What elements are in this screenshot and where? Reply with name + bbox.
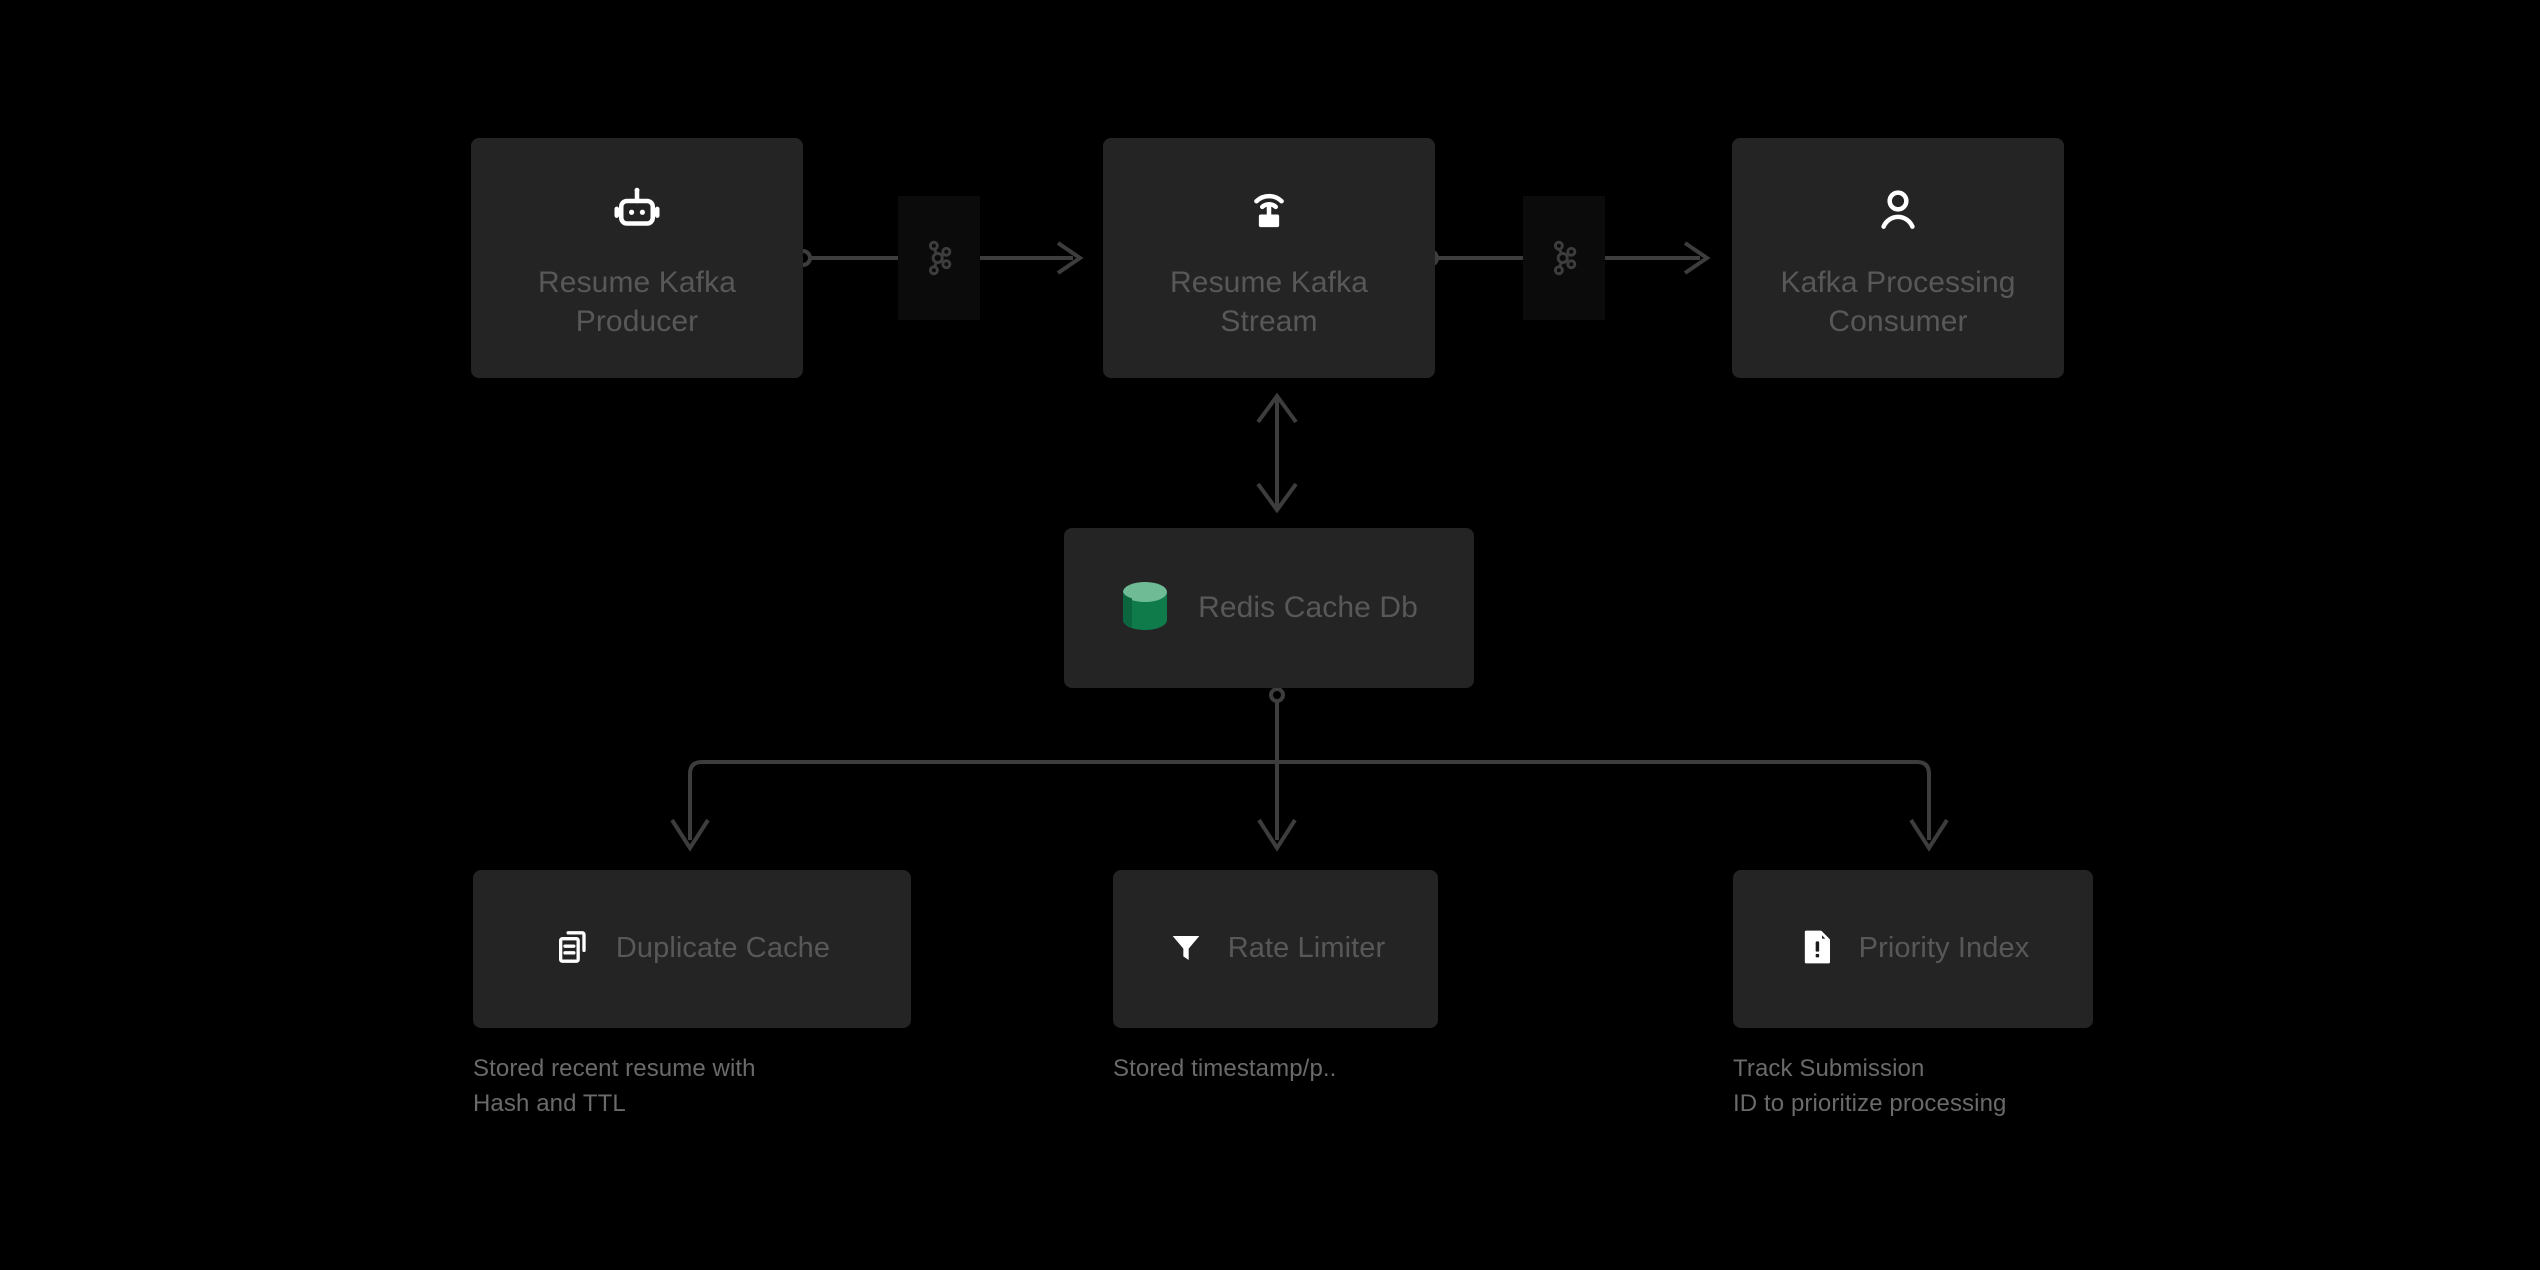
caption-duplicate-cache: Stored recent resume with Hash and TTL [473,1055,756,1117]
document-alert-icon [1797,927,1837,972]
node-label: Duplicate Cache [615,932,831,965]
kafka-icon [928,240,952,276]
arrowhead-duplicate-cache [670,818,710,852]
node-label: Resume Kafka Producer [538,266,736,338]
node-label: Priority Index [1858,932,2030,965]
arrowhead-to-stream [1056,241,1084,275]
arrowhead-to-consumer [1683,241,1711,275]
edge-branch-right [1277,760,1931,840]
node-rate-limiter[interactable]: Rate Limiter [1113,870,1438,1028]
arrowhead-rate-limiter [1257,818,1297,852]
edge-port-redis [1269,687,1285,703]
node-label: Rate Limiter [1227,932,1386,965]
caption-rate-limiter: Stored timestamp/p.. [1113,1055,1337,1082]
caption-priority-index: Track Submission ID to prioritize proces… [1733,1055,2007,1117]
node-duplicate-cache[interactable]: Duplicate Cache [473,870,911,1028]
arrowhead-priority-index [1909,818,1949,852]
kafka-icon [1553,240,1577,276]
node-redis-cache-db[interactable]: Redis Cache Db [1064,528,1474,688]
node-label: Resume Kafka Stream [1170,266,1368,338]
user-icon [1871,183,1925,242]
node-priority-index[interactable]: Priority Index [1733,870,2093,1028]
node-label: Redis Cache Db [1198,590,1418,624]
broadcast-router-icon [1242,183,1296,242]
robot-icon [610,183,664,242]
connector-kafka-stream-consumer[interactable] [1523,196,1605,320]
connector-kafka-producer-stream[interactable] [898,196,980,320]
node-kafka-processing-consumer[interactable]: Kafka Processing Consumer [1732,138,2064,378]
funnel-filter-icon [1166,927,1206,972]
node-label: Kafka Processing Consumer [1780,266,2016,338]
arrowhead-up-stream [1256,392,1298,424]
node-resume-kafka-producer[interactable]: Resume Kafka Producer [471,138,803,378]
node-resume-kafka-stream[interactable]: Resume Kafka Stream [1103,138,1435,378]
edge-branch-left [688,760,1277,840]
database-cylinder-icon [1120,580,1170,637]
copy-documents-icon [554,927,594,972]
arrowhead-down-redis [1256,482,1298,514]
